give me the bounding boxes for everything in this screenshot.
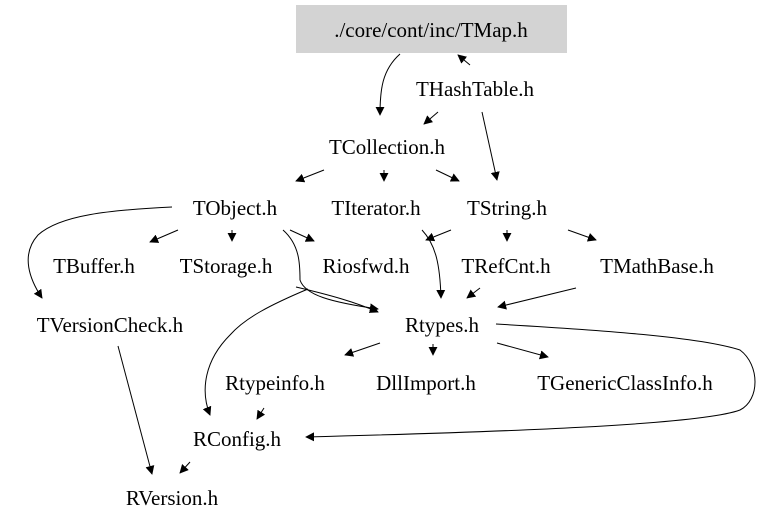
node-tobject[interactable]: TObject.h: [193, 196, 278, 220]
edge-rtypes-to-rconfig: [305, 323, 756, 442]
node-label-tstring: TString.h: [467, 196, 547, 220]
node-label-rconfig: RConfig.h: [193, 427, 282, 451]
node-tmathbase[interactable]: TMathBase.h: [600, 254, 714, 278]
edge-tobject-to-rtypes: [282, 229, 379, 313]
node-riosfwd[interactable]: Riosfwd.h: [323, 254, 410, 278]
node-tcollection[interactable]: TCollection.h: [329, 135, 446, 159]
edge-rconfig-to-rversion: [179, 461, 191, 474]
node-label-dllimport: DllImport.h: [376, 371, 476, 395]
edge-tcollection-to-tobject: [295, 169, 325, 183]
edge-rtypeinfo-to-rconfig: [256, 407, 266, 420]
edge-tobject-to-tbuffer: [149, 229, 179, 243]
edge-thashtable-to-tmap: [457, 54, 471, 66]
edges: [27, 53, 756, 475]
node-label-tgenericclassinfo: TGenericClassInfo.h: [537, 371, 713, 395]
node-rversion[interactable]: RVersion.h: [126, 486, 219, 510]
edge-thashtable-to-tstring: [481, 111, 500, 181]
node-label-riosfwd: Riosfwd.h: [323, 254, 410, 278]
node-rconfig[interactable]: RConfig.h: [193, 427, 282, 451]
edge-thashtable-to-tcollection: [423, 111, 439, 125]
node-tbuffer[interactable]: TBuffer.h: [53, 254, 135, 278]
edge-tobject-to-riosfwd: [289, 229, 315, 242]
edge-tversioncheck-to-rversion: [117, 345, 155, 475]
node-label-tmathbase: TMathBase.h: [600, 254, 714, 278]
edge-rtypes-to-tgenericclassinfo: [496, 342, 549, 360]
node-label-thashtable: THashTable.h: [416, 77, 535, 101]
edge-rtypes-to-rtypeinfo: [344, 342, 381, 357]
edge-tcollection-to-tstring: [435, 169, 460, 182]
node-trefcnt[interactable]: TRefCnt.h: [461, 254, 551, 278]
edge-tmathbase-to-rtypes: [497, 287, 577, 310]
node-tstorage[interactable]: TStorage.h: [180, 254, 273, 278]
edge-tmap-to-tcollection: [375, 53, 401, 116]
node-tmap[interactable]: ./core/cont/inc/TMap.h: [296, 5, 567, 53]
node-label-rtypes: Rtypes.h: [405, 313, 480, 337]
root-node-box: [296, 5, 567, 53]
node-label-tmap: ./core/cont/inc/TMap.h: [334, 18, 528, 42]
node-tversioncheck[interactable]: TVersionCheck.h: [37, 313, 184, 337]
node-label-tcollection: TCollection.h: [329, 135, 446, 159]
node-label-trefcnt: TRefCnt.h: [461, 254, 551, 278]
node-titerator[interactable]: TIterator.h: [331, 196, 421, 220]
edge-riosfwd-to-rconfig: [202, 288, 309, 416]
node-rtypeinfo[interactable]: Rtypeinfo.h: [225, 371, 325, 395]
nodes: ./core/cont/inc/TMap.h THashTable.h TCol…: [37, 5, 714, 510]
node-label-rversion: RVersion.h: [126, 486, 219, 510]
node-label-tversioncheck: TVersionCheck.h: [37, 313, 184, 337]
edge-tstring-to-tmathbase: [567, 229, 597, 242]
node-label-tstorage: TStorage.h: [180, 254, 273, 278]
edge-trefcnt-to-rtypes: [466, 287, 481, 299]
node-label-tobject: TObject.h: [193, 196, 278, 220]
node-dllimport[interactable]: DllImport.h: [376, 371, 476, 395]
edge-tobject-to-tversioncheck: [27, 206, 173, 299]
node-rtypes[interactable]: Rtypes.h: [405, 313, 480, 337]
node-label-titerator: TIterator.h: [331, 196, 421, 220]
node-tstring[interactable]: TString.h: [467, 196, 547, 220]
edge-tstring-to-titerator-cross: [425, 229, 452, 242]
node-thashtable[interactable]: THashTable.h: [416, 77, 535, 101]
node-label-rtypeinfo: Rtypeinfo.h: [225, 371, 325, 395]
edge-tstring-to-rtypes: [421, 229, 446, 299]
node-tgenericclassinfo[interactable]: TGenericClassInfo.h: [537, 371, 713, 395]
node-label-tbuffer: TBuffer.h: [53, 254, 135, 278]
